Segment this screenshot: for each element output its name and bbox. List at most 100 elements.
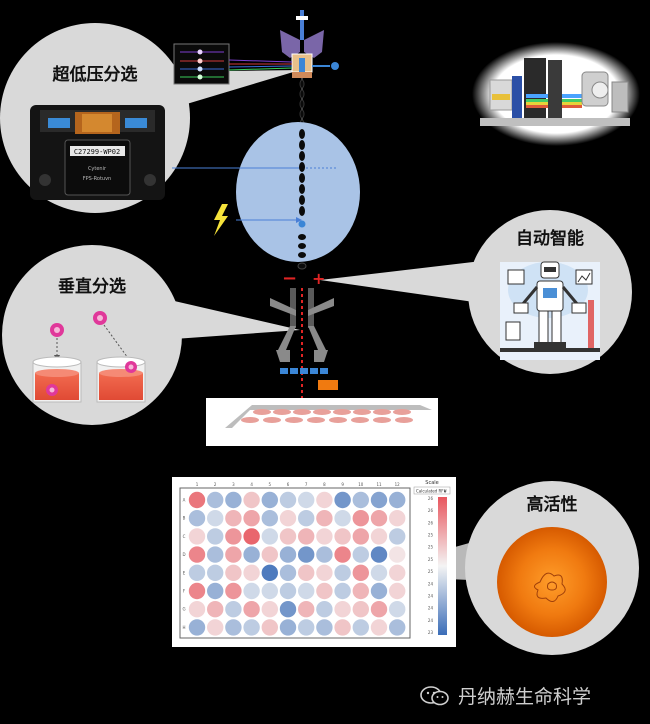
heatmap-well <box>243 601 260 618</box>
chip-label-top: C27299-WP02 <box>74 148 120 156</box>
deflection-plates <box>270 298 334 362</box>
heatmap-well <box>316 491 333 509</box>
heatmap-well <box>352 619 369 636</box>
heatmap-well <box>188 564 206 581</box>
heatmap-well <box>225 510 242 527</box>
scale-tick-label: 25 <box>428 557 434 562</box>
heatmap-well <box>279 528 297 545</box>
vertical-sort-tubes <box>32 311 146 403</box>
heatmap-plate-outline <box>179 487 411 639</box>
stream-droplets <box>299 79 305 129</box>
heatmap-well <box>298 510 315 527</box>
heatmap-column-label: 5 <box>269 482 272 487</box>
droplet-chamber <box>236 122 360 262</box>
heatmap-well <box>279 491 297 509</box>
heatmap-well <box>207 510 224 527</box>
heatmap-row-label: G <box>182 607 185 612</box>
heatmap-column-label: 9 <box>341 482 344 487</box>
heatmap-well <box>334 491 351 509</box>
heatmap-well <box>334 546 351 563</box>
heatmap-well <box>261 564 278 581</box>
heatmap-well <box>261 619 278 636</box>
scale-dropdown-label: Calculated RFU <box>416 489 447 494</box>
heatmap-well <box>370 619 388 636</box>
heatmap-well <box>352 601 369 618</box>
heatmap-well <box>389 546 406 563</box>
heatmap-well <box>334 510 351 527</box>
sample-inlet <box>300 10 304 40</box>
heatmap-well <box>352 546 369 563</box>
heatmap-well <box>243 528 260 545</box>
heatmap-well <box>207 546 224 563</box>
heatmap-well <box>370 528 388 545</box>
heatmap-well <box>261 546 278 563</box>
bubble-vertical-sort <box>2 245 182 425</box>
heatmap-column-label: 6 <box>287 482 290 487</box>
heatmap-well <box>316 582 333 600</box>
heatmap-column-label: 1 <box>196 482 199 487</box>
callout-label-high-viability: 高活性 <box>527 494 578 515</box>
heatmap-well <box>188 491 206 509</box>
heatmap-well <box>298 491 315 509</box>
heatmap-well <box>188 510 206 527</box>
heatmap-well <box>389 528 406 545</box>
heatmap-well <box>207 619 224 636</box>
heatmap-column-label: 4 <box>250 482 253 487</box>
heatmap-well <box>334 528 351 545</box>
scale-title: Scale <box>425 480 438 486</box>
callout-tail-automation <box>320 260 495 305</box>
heatmap-row-label: E <box>183 570 186 575</box>
heatmap-well <box>298 619 315 636</box>
heatmap-column-label: 10 <box>358 482 364 487</box>
charge-lightning-icon <box>214 204 228 236</box>
heatmap-well <box>279 619 297 636</box>
nozzle-housing <box>280 30 300 58</box>
scale-tick-label: 24 <box>428 606 434 611</box>
heatmap-well <box>261 601 278 618</box>
heatmap-well <box>207 528 224 545</box>
heatmap-row-label: F <box>183 589 186 594</box>
heatmap-well <box>225 619 242 636</box>
sort-chip-photo: C27299-WP02 Cytenir FPS-Rotuvn <box>30 105 165 200</box>
heatmap-well <box>334 564 351 581</box>
scale-tick-label: 24 <box>428 581 434 586</box>
heatmap-well <box>389 601 406 618</box>
scale-tick-label: 24 <box>428 593 434 598</box>
heatmap-row-label: C <box>183 534 186 539</box>
heatmap-well <box>225 528 242 545</box>
heatmap-well <box>352 564 369 581</box>
heatmap-well <box>188 582 206 600</box>
scale-tick-label: 25 <box>428 569 434 574</box>
heatmap-row-label: H <box>182 625 185 630</box>
heatmap-well <box>243 564 260 581</box>
heatmap-well <box>188 601 206 618</box>
heatmap-well <box>298 528 315 545</box>
position-markers <box>280 368 328 374</box>
heatmap-well <box>334 601 351 618</box>
heatmap-well <box>298 601 315 618</box>
scale-tick-label: 23 <box>428 630 434 635</box>
heatmap-well <box>279 546 297 563</box>
heatmap-well <box>225 601 242 618</box>
chevron-down-icon: ▾ <box>444 489 446 494</box>
callout-label-vertical: 垂直分选 <box>58 276 126 297</box>
heatmap-column-label: 8 <box>323 482 326 487</box>
watermark: 丹纳赫生命科学 <box>420 682 591 709</box>
wechat-icon <box>420 685 449 705</box>
heatmap-well <box>389 510 406 527</box>
heatmap-well <box>261 528 278 545</box>
scale-bar <box>438 497 447 635</box>
heatmap-well <box>370 510 388 527</box>
heatmap-well <box>298 582 315 600</box>
heatmap-well <box>298 546 315 563</box>
callout-label-automation: 自动智能 <box>516 228 584 249</box>
heatmap-well <box>225 546 242 563</box>
heatmap-well <box>279 601 297 618</box>
heatmap-well <box>279 510 297 527</box>
scale-dropdown[interactable] <box>413 486 451 495</box>
heatmap-row-label: D <box>182 552 185 557</box>
chamber-droplets <box>298 129 306 258</box>
heatmap-well <box>316 546 333 563</box>
